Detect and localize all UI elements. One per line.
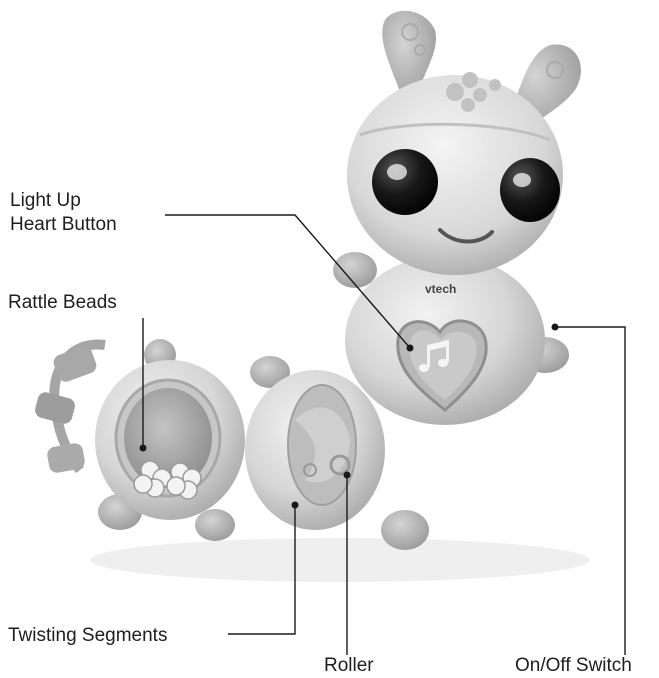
label-twisting-segments: Twisting Segments [8,624,167,648]
label-light-up-line1: Light Up [10,189,117,213]
label-rattle-beads: Rattle Beads [8,291,117,315]
label-on-off-switch: On/Off Switch [515,654,632,678]
label-light-up-line2: Heart Button [10,213,117,237]
label-light-up-heart-button: Light Up Heart Button [10,189,117,237]
label-roller: Roller [324,654,374,678]
on-off-switch-marker [552,324,559,331]
vtech-logo: vtech [425,282,456,296]
left-eye [372,149,438,215]
front-body: vtech [345,255,545,425]
right-eye [500,158,560,222]
ground-shadow [90,538,590,582]
rear-segment [95,360,245,520]
leader-on-off [555,327,625,655]
middle-segment [245,370,385,530]
